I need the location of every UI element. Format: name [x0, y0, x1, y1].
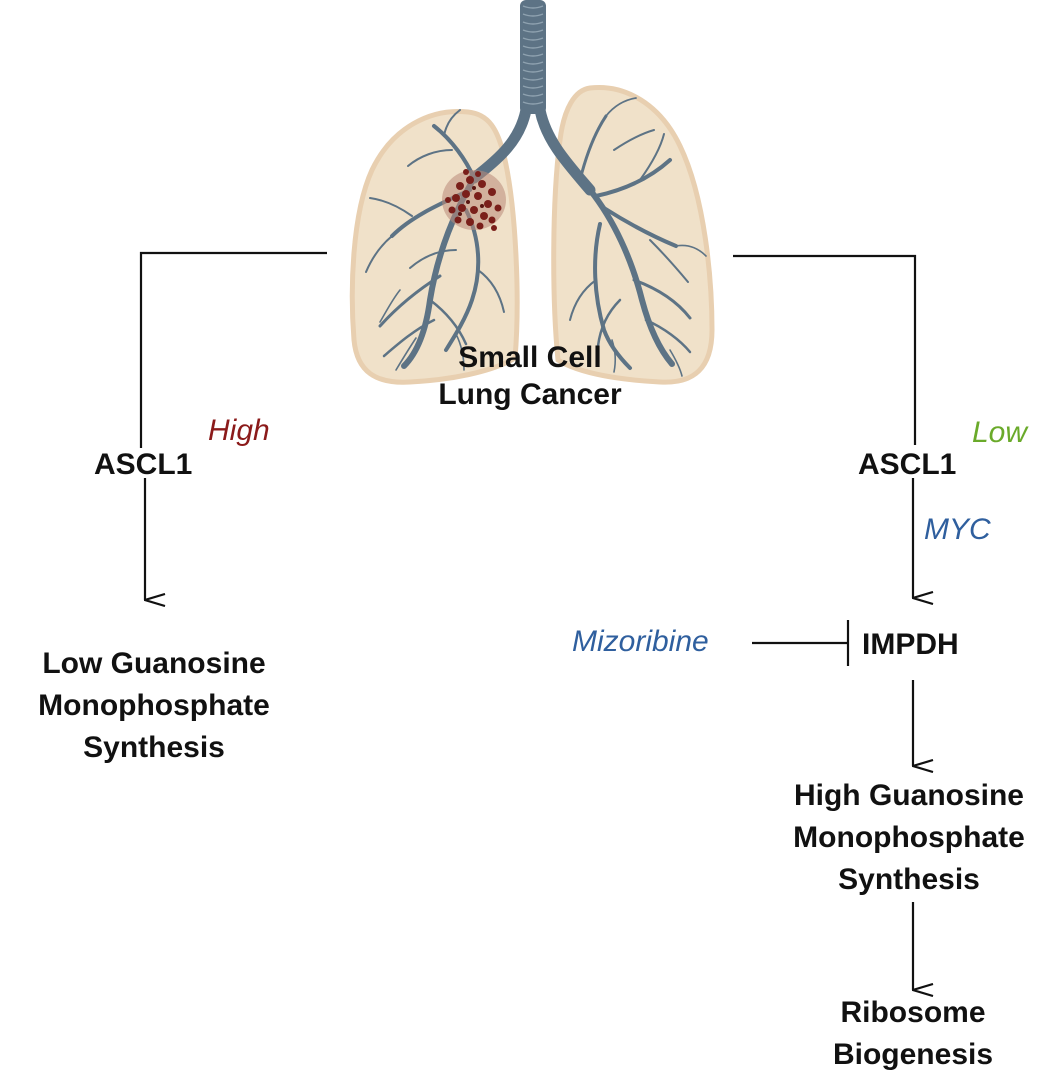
left-outcome-label: Low Guanosine Monophosphate Synthesis: [4, 643, 304, 769]
left-outcome-line-2: Monophosphate: [38, 689, 270, 722]
ribosome-line-2: Biogenesis: [832, 1038, 994, 1071]
right-outcome-label: High Guanosine Monophosphate Synthesis: [764, 775, 1054, 901]
lungs-icon: [349, 0, 715, 385]
left-high-level-label: High: [208, 414, 270, 447]
myc-label: MYC: [924, 513, 991, 546]
right-ascl1-label: ASCL1: [858, 448, 957, 481]
right-outcome-line-2: Monophosphate: [793, 821, 1025, 854]
tumor-icon: [442, 169, 506, 231]
left-branch-connector: [139, 251, 327, 448]
right-branch-connector: [733, 254, 917, 445]
right-outcome-line-1: High Guanosine: [793, 779, 1024, 812]
ribosome-biogenesis-label: Ribosome Biogenesis: [808, 992, 1018, 1076]
mizoribine-inhibition-line: [752, 620, 850, 666]
trachea-icon: [520, 0, 546, 114]
left-ascl1-label: ASCL1: [94, 448, 193, 481]
right-lung-icon: [551, 85, 715, 385]
bronchi-icon: [365, 97, 707, 377]
title-line-1: Small Cell: [458, 341, 602, 374]
left-outcome-line-3: Synthesis: [83, 731, 225, 764]
title-line-2: Lung Cancer: [438, 377, 622, 411]
right-outcome-line-3: Synthesis: [838, 863, 980, 896]
left-outcome-line-1: Low Guanosine: [42, 647, 266, 680]
diagram-title: Small Cell Lung Cancer: [425, 340, 635, 413]
impdh-label: IMPDH: [862, 628, 959, 661]
right-low-level-label: Low: [972, 416, 1028, 449]
ribosome-line-1: Ribosome: [840, 996, 986, 1029]
mizoribine-label: Mizoribine: [572, 625, 709, 658]
